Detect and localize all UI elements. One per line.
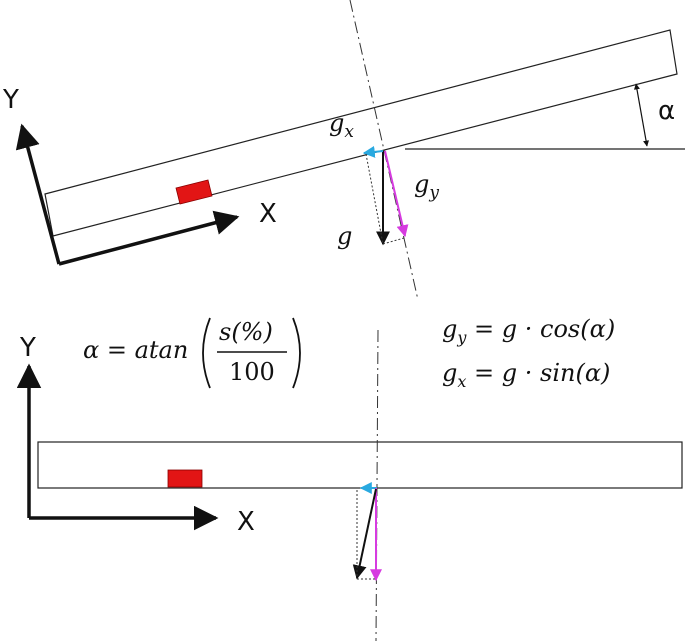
gy-vector: [384, 150, 409, 238]
perpendicular-centerline: [349, 0, 419, 301]
gx-label: gx: [329, 109, 354, 142]
paren-left: [202, 317, 211, 389]
projection-dotted-2: [382, 237, 405, 245]
angle-alpha-label: α: [658, 96, 675, 126]
inclined-diagram: Y X α gx gy g: [2, 0, 685, 301]
angle-arc: [633, 83, 650, 147]
level-y-axis-label: Y: [19, 333, 36, 363]
projection-dotted-1: [365, 153, 384, 245]
alpha-formula-lhs: α = atan: [83, 336, 188, 364]
gx-formula: gx = g · sin(α): [442, 359, 610, 391]
rotated-x-axis: [58, 210, 240, 266]
rotated-x-axis-label: X: [259, 199, 277, 229]
gx-vector: [362, 145, 384, 158]
level-diagram: Y X: [16, 329, 683, 641]
gy-label: gy: [414, 170, 439, 203]
g-label: g: [337, 222, 352, 250]
gravity-vector-level: [352, 488, 377, 580]
rotated-y-axis-label: Y: [2, 85, 19, 115]
formulas: α = atan s(%) 100 gy = g · cos(α) gx = g…: [83, 315, 615, 391]
rotated-y-axis: [15, 123, 61, 265]
vertical-centerline: [375, 329, 379, 641]
paren-right: [292, 317, 301, 389]
alpha-formula-denominator: 100: [229, 358, 275, 386]
level-x-axis-label: X: [237, 507, 255, 537]
inclined-beam: [44, 29, 678, 237]
alpha-formula-numerator: s(%): [219, 318, 273, 346]
gy-formula: gy = g · cos(α): [442, 315, 615, 347]
red-block-level: [167, 469, 203, 488]
red-block: [175, 179, 213, 205]
level-beam: [37, 441, 683, 489]
